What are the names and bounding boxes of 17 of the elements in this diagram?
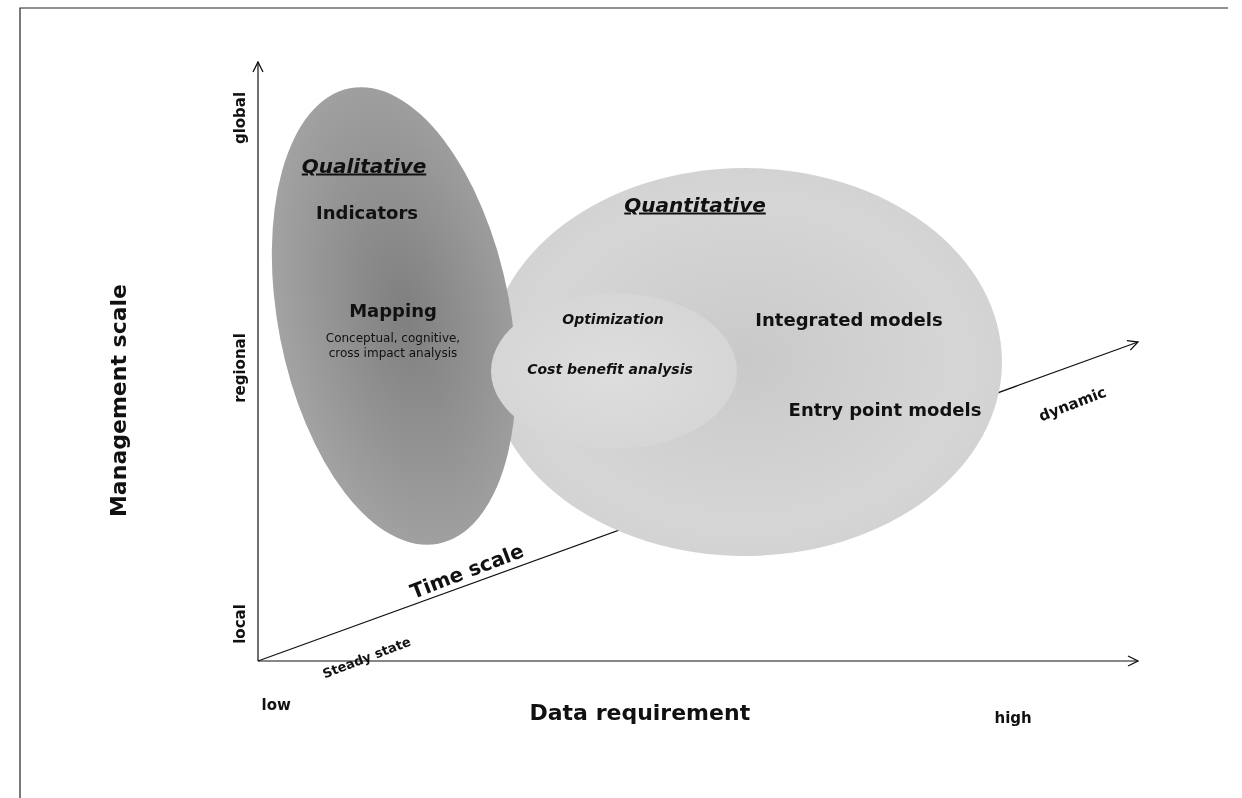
axis-tick-label: global bbox=[231, 91, 250, 145]
method-label: Optimization bbox=[562, 311, 664, 329]
method-description: Conceptual, cognitive, cross impact analysis bbox=[324, 331, 462, 361]
axis-title: Time scale bbox=[406, 538, 527, 604]
axis-tick-label: high bbox=[994, 709, 1032, 727]
axis-tick-label: local bbox=[230, 604, 249, 644]
method-label: Indicators bbox=[316, 201, 418, 225]
axis-tick-label: low bbox=[261, 696, 291, 714]
axis-title: Management scale bbox=[105, 283, 131, 517]
method-label: Integrated models bbox=[755, 308, 943, 332]
group-heading: Quantitative bbox=[624, 192, 766, 218]
group-heading: Qualitative bbox=[301, 153, 427, 179]
method-label: Entry point models bbox=[788, 398, 982, 422]
axis-title: Data requirement bbox=[529, 699, 751, 725]
method-label: Cost benefit analysis bbox=[527, 361, 693, 379]
method-label: Mapping bbox=[349, 299, 437, 323]
axis-tick-label: regional bbox=[230, 333, 249, 403]
